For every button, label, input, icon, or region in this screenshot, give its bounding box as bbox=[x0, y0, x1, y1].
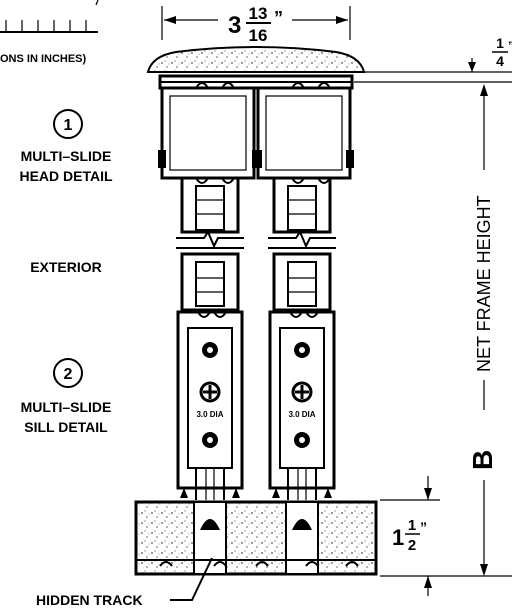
sill-concrete bbox=[134, 500, 378, 576]
dimension-letter-b: B bbox=[467, 450, 498, 470]
callout-1-line-2: HEAD DETAIL bbox=[19, 168, 113, 184]
hidden-track-leader bbox=[170, 557, 213, 601]
sill-legs bbox=[180, 468, 332, 500]
hidden-track-label: HIDDEN TRACK bbox=[36, 592, 143, 608]
head-offset-denominator: 4 bbox=[496, 53, 504, 69]
net-frame-height-dimension bbox=[380, 84, 512, 577]
roller-label-right: 3.0 DIA bbox=[288, 410, 315, 419]
sill-height-numerator: 1 bbox=[408, 517, 416, 534]
width-denominator: 16 bbox=[249, 26, 268, 45]
scale-label: ONS IN INCHES) bbox=[0, 53, 87, 65]
width-dimension bbox=[161, 6, 351, 40]
roller-housing-left bbox=[176, 310, 244, 490]
exterior-label: EXTERIOR bbox=[30, 259, 102, 275]
net-frame-height-label: NET FRAME HEIGHT bbox=[474, 195, 494, 372]
roller-label-left: 3.0 DIA bbox=[196, 410, 223, 419]
callout-2-line-1: MULTI–SLIDE bbox=[21, 399, 112, 415]
sill-height-denominator: 2 bbox=[408, 537, 416, 554]
sill-height-unit: ” bbox=[420, 519, 427, 535]
callout-number-2: 2 bbox=[64, 366, 73, 383]
head-cap bbox=[146, 46, 366, 73]
break-lines bbox=[176, 229, 336, 249]
head-frame bbox=[158, 74, 354, 184]
head-offset-numerator: 1 bbox=[496, 35, 504, 51]
width-unit: ” bbox=[274, 8, 283, 28]
sash-left-upper bbox=[180, 176, 240, 234]
head-offset-dimension bbox=[354, 58, 512, 83]
sill-height-whole: 1 bbox=[392, 525, 404, 550]
width-numerator: 13 bbox=[249, 4, 268, 23]
screw-icon bbox=[202, 342, 310, 448]
phillips-screw-icon bbox=[199, 381, 313, 403]
callout-2-line-2: SILL DETAIL bbox=[24, 419, 108, 435]
head-offset-unit: ” bbox=[508, 39, 512, 53]
scale-bar bbox=[0, 0, 99, 33]
callout-number-1: 1 bbox=[64, 117, 73, 134]
sash-right-lower bbox=[272, 252, 332, 312]
callout-sill-detail: 2 MULTI–SLIDE SILL DETAIL bbox=[21, 358, 112, 435]
sash-left-lower bbox=[180, 252, 240, 312]
roller-housing-right bbox=[268, 310, 336, 490]
width-whole: 3 bbox=[228, 12, 241, 39]
sill-height-dimension bbox=[380, 476, 440, 596]
callout-head-detail: 1 MULTI–SLIDE HEAD DETAIL bbox=[19, 109, 113, 184]
callout-1-line-1: MULTI–SLIDE bbox=[21, 148, 112, 164]
sash-right-upper bbox=[272, 176, 332, 234]
